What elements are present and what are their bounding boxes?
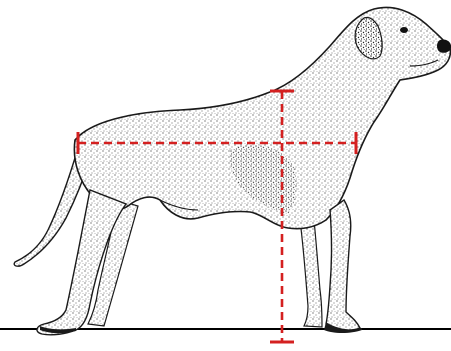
dog-far-front-leg (300, 220, 322, 327)
dog-eye (400, 27, 408, 33)
dog-near-front-leg (326, 200, 360, 330)
dog-nose (437, 39, 451, 52)
